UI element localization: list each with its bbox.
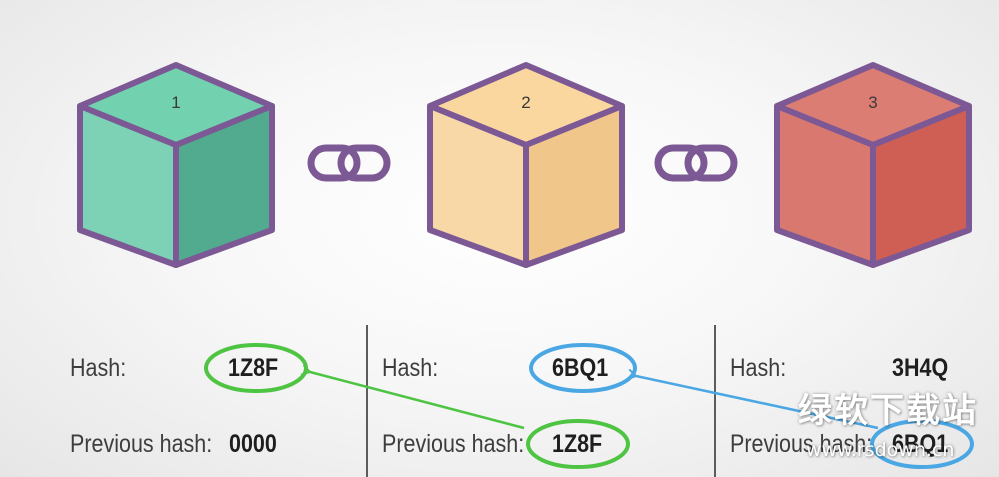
block-3-cube: 3	[774, 62, 972, 268]
block-1-number: 1	[171, 93, 180, 112]
hash-link-arrow-blue	[626, 368, 879, 430]
block-1-cube: 1	[77, 62, 275, 268]
previous-hash-highlight-green	[526, 419, 630, 469]
block-2-previous-hash-label: Previous hash:	[382, 430, 525, 458]
block-3-previous-hash-label: Previous hash:	[730, 430, 873, 458]
block-2-cube: 2	[427, 62, 625, 268]
chain-link-icon	[654, 144, 738, 182]
block-1-previous-hash-label: Previous hash:	[70, 430, 213, 458]
previous-hash-highlight-blue	[870, 419, 974, 469]
block-2-hash-value: 6BQ1	[552, 354, 609, 382]
block-3-right-face	[870, 103, 972, 268]
hash-highlight-blue	[529, 343, 637, 393]
block-3-hash-value: 3H4Q	[892, 354, 949, 382]
watermark-text: 绿软下载站	[798, 391, 978, 431]
hash-link-arrow-green	[300, 364, 525, 430]
block-3-number: 3	[868, 93, 877, 112]
hash-highlight-green	[204, 343, 308, 393]
block-1-right-face	[173, 103, 275, 268]
block-1-hash-value: 1Z8F	[228, 354, 279, 382]
block-2-previous-hash-value: 1Z8F	[552, 430, 603, 458]
block-1-previous-hash-value: 0000	[229, 430, 277, 458]
block-2-right-face	[523, 103, 625, 268]
block-3-hash-label: Hash:	[730, 354, 787, 382]
block-2-number: 2	[521, 93, 530, 112]
block-3-previous-hash-value: 6BQ1	[892, 430, 949, 458]
block-2-hash-label: Hash:	[382, 354, 439, 382]
chain-link-icon	[307, 144, 391, 182]
block-1-hash-label: Hash:	[70, 354, 127, 382]
watermark-url: www.rsdown.cn	[806, 439, 955, 461]
